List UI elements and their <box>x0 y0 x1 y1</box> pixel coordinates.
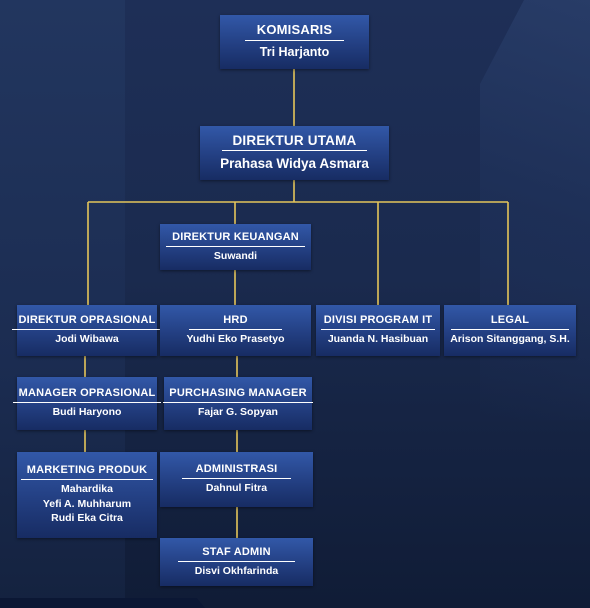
node-staf-admin-name: Disvi Okhfarinda <box>194 564 279 577</box>
node-marketing-produk-name-2: Yefi A. Muhharum <box>42 497 132 510</box>
node-direktur-oprasional: DIREKTUR OPRASIONAL Jodi Wibawa <box>12 305 162 356</box>
node-purchasing-manager: PURCHASING MANAGER Fajar G. Sopyan <box>163 377 313 430</box>
node-marketing-produk-name-1: Mahardika <box>61 482 113 495</box>
node-legal-name: Arison Sitanggang, S.H. <box>450 333 570 345</box>
node-administrasi: ADMINISTRASI Dahnul Fitra <box>160 452 313 507</box>
node-hrd: HRD Yudhi Eko Prasetyo <box>160 305 311 356</box>
node-direktur-keuangan: DIREKTUR KEUANGAN Suwandi <box>160 224 311 270</box>
node-komisaris-name: Tri Harjanto <box>259 45 330 60</box>
node-komisaris-title: KOMISARIS <box>244 22 345 42</box>
node-divisi-program-it-name: Juanda N. Hasibuan <box>327 333 429 345</box>
node-marketing-produk-title: MARKETING PRODUK <box>20 464 154 480</box>
node-marketing-produk: MARKETING PRODUK Mahardika Yefi A. Muhha… <box>17 452 157 538</box>
node-manager-oprasional: MANAGER OPRASIONAL Budi Haryono <box>12 377 162 430</box>
node-direktur-utama-name: Prahasa Widya Asmara <box>220 156 369 172</box>
background-strip-bottom <box>0 598 205 608</box>
node-direktur-oprasional-title: DIREKTUR OPRASIONAL <box>12 314 162 330</box>
node-direktur-keuangan-title: DIREKTUR KEUANGAN <box>166 231 305 247</box>
node-administrasi-name: Dahnul Fitra <box>205 482 268 494</box>
node-administrasi-title: ADMINISTRASI <box>181 463 292 479</box>
node-staf-admin-title: STAF ADMIN <box>178 546 295 562</box>
node-komisaris: KOMISARIS Tri Harjanto <box>220 15 369 69</box>
node-direktur-utama-title: DIREKTUR UTAMA <box>222 133 367 152</box>
node-purchasing-manager-title: PURCHASING MANAGER <box>163 387 313 403</box>
node-direktur-oprasional-name: Jodi Wibawa <box>55 333 119 345</box>
node-hrd-title: HRD <box>189 314 282 330</box>
node-divisi-program-it: DIVISI PROGRAM IT Juanda N. Hasibuan <box>316 305 440 356</box>
node-purchasing-manager-name: Fajar G. Sopyan <box>198 406 278 418</box>
node-marketing-produk-name-3: Rudi Eka Citra <box>51 512 123 525</box>
node-direktur-utama: DIREKTUR UTAMA Prahasa Widya Asmara <box>200 126 389 180</box>
node-legal: LEGAL Arison Sitanggang, S.H. <box>444 305 576 356</box>
node-legal-title: LEGAL <box>450 314 570 330</box>
node-staf-admin: STAF ADMIN Disvi Okhfarinda <box>160 538 313 586</box>
node-divisi-program-it-title: DIVISI PROGRAM IT <box>320 314 436 330</box>
node-manager-oprasional-title: MANAGER OPRASIONAL <box>12 387 162 403</box>
node-direktur-keuangan-name: Suwandi <box>213 249 258 262</box>
node-hrd-name: Yudhi Eko Prasetyo <box>186 333 285 345</box>
node-manager-oprasional-name: Budi Haryono <box>52 406 122 418</box>
